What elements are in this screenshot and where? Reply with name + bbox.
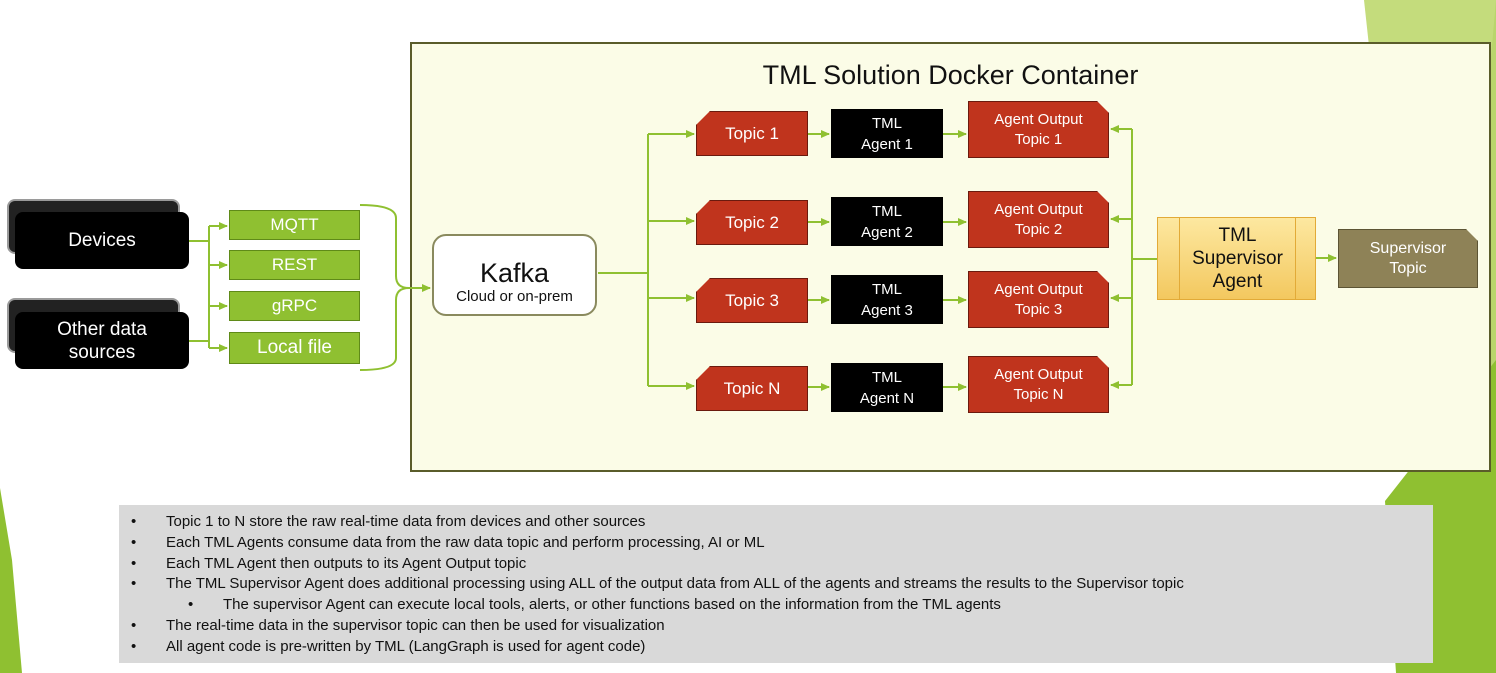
note-item: All agent code is pre-written by TML (La…	[127, 637, 1433, 658]
kafka-subtitle: Cloud or on-prem	[456, 288, 573, 305]
supervisor-agent-line2: Supervisor	[1192, 248, 1283, 269]
notes-panel: Topic 1 to N store the raw real-time dat…	[119, 505, 1433, 663]
devices-label: Devices	[68, 230, 136, 251]
note-item: The real-time data in the supervisor top…	[127, 616, 1433, 637]
note-item: Each TML Agents consume data from the ra…	[127, 533, 1433, 554]
topic-label: Topic 1	[725, 123, 779, 143]
protocol-label: MQTT	[270, 215, 319, 234]
supervisor-agent-line3: Agent	[1212, 271, 1263, 292]
topic-label: Topic 2	[725, 212, 779, 232]
agent-box: TML Agent 3	[831, 275, 943, 324]
supervisor-topic-box: Supervisor Topic	[1338, 229, 1478, 288]
agent-label-line2: Agent 1	[861, 135, 913, 153]
agent-output-line1: Agent Output	[994, 110, 1083, 128]
agent-label-line2: Agent 3	[861, 301, 913, 319]
topic-box: Topic 3	[696, 278, 808, 323]
agent-output-line1: Agent Output	[994, 365, 1083, 383]
agent-label-line1: TML	[872, 280, 902, 298]
protocol-label: REST	[271, 255, 318, 274]
note-item: The TML Supervisor Agent does additional…	[127, 574, 1433, 595]
agent-box: TML Agent 1	[831, 109, 943, 158]
agent-box: TML Agent 2	[831, 197, 943, 246]
supervisor-agent-box: TML Supervisor Agent	[1157, 217, 1316, 300]
protocol-label: gRPC	[271, 296, 318, 315]
agent-label-line1: TML	[871, 368, 902, 386]
agent-label-line1: TML	[872, 202, 902, 220]
agent-output-line2: Topic N	[1013, 385, 1064, 403]
agent-output-line1: Agent Output	[994, 200, 1083, 218]
topic-box: Topic N	[696, 366, 808, 411]
note-item: Topic 1 to N store the raw real-time dat…	[127, 512, 1433, 533]
supervisor-topic-line1: Supervisor	[1369, 239, 1447, 257]
agent-label-line2: Agent 2	[861, 223, 913, 241]
note-item: Each TML Agent then outputs to its Agent…	[127, 554, 1433, 575]
topic-box: Topic 1	[696, 111, 808, 156]
agent-label-line2: Agent N	[859, 389, 915, 407]
topic-box: Topic 2	[696, 200, 808, 245]
devices-box: Devices	[15, 212, 189, 269]
protocol-mqtt: MQTT	[229, 210, 360, 240]
agent-output-line2: Topic 3	[1014, 300, 1063, 318]
notes-list: Topic 1 to N store the raw real-time dat…	[127, 512, 1433, 658]
protocol-local-file: Local file	[229, 332, 360, 364]
protocol-grpc: gRPC	[229, 291, 360, 321]
topic-label: Topic N	[723, 378, 781, 398]
protocol-rest: REST	[229, 250, 360, 280]
kafka-title: Kafka	[479, 258, 550, 288]
topic-label: Topic 3	[725, 290, 779, 310]
supervisor-agent-line1: TML	[1218, 225, 1257, 246]
kafka-box: Kafka Cloud or on-prem	[432, 234, 597, 316]
agent-output-line1: Agent Output	[994, 280, 1083, 298]
note-subitem: The supervisor Agent can execute local t…	[127, 595, 1433, 616]
container-title: TML Solution Docker Container	[762, 60, 1139, 90]
supervisor-topic-line2: Topic	[1389, 259, 1427, 277]
agent-output-line2: Topic 1	[1014, 130, 1063, 148]
agent-label-line1: TML	[872, 114, 902, 132]
other-sources-box: Other data sources	[15, 312, 189, 369]
agent-output-line2: Topic 2	[1014, 220, 1063, 238]
protocol-label: Local file	[257, 337, 332, 358]
agent-box: TML Agent N	[831, 363, 943, 412]
other-sources-label: Other data sources	[57, 318, 147, 363]
